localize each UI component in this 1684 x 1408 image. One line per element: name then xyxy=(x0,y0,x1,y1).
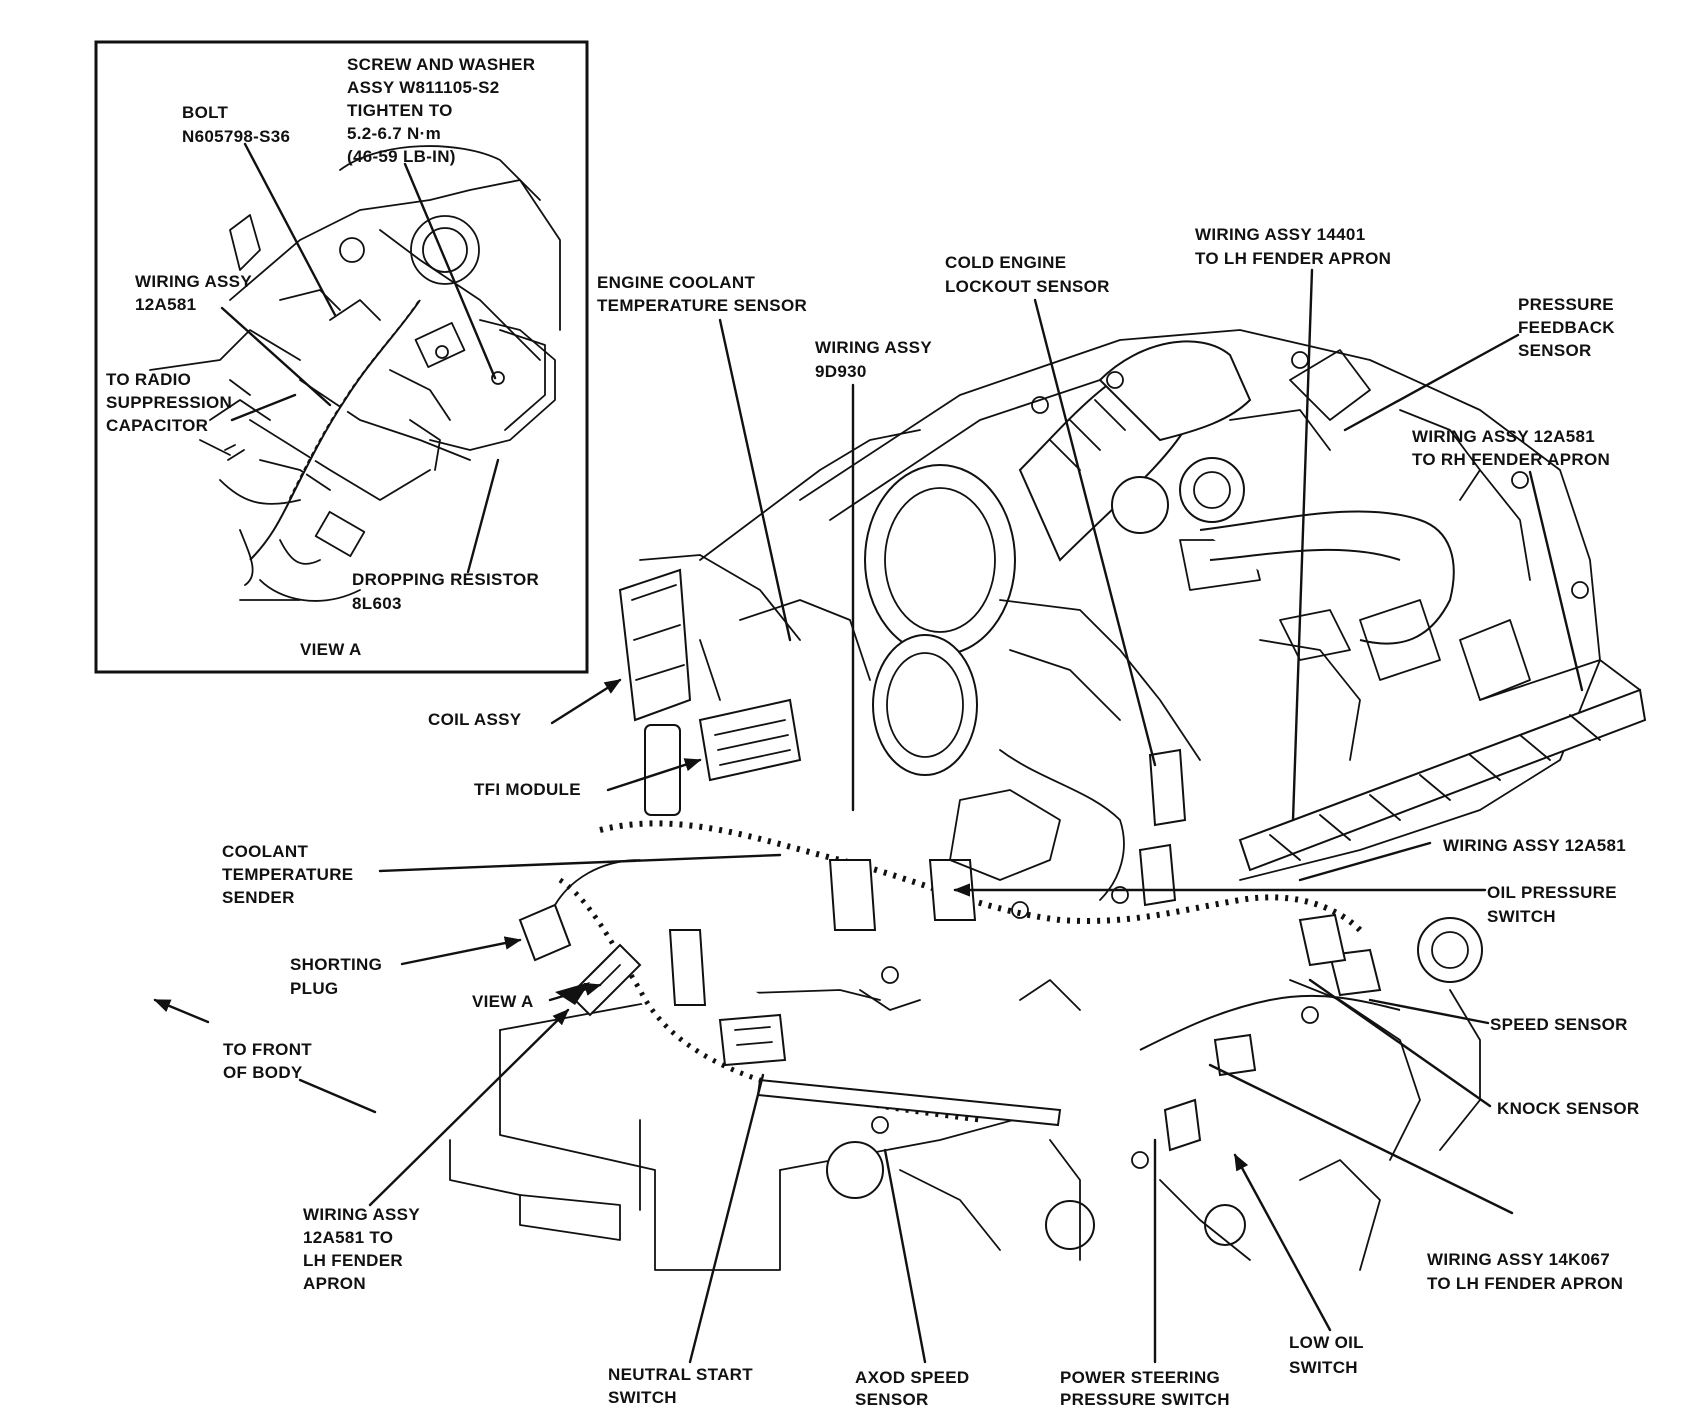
to-front-arrow-tail xyxy=(298,1078,377,1114)
leader-wiring-12a581-lh xyxy=(368,1008,570,1207)
leader-wiring-12a581-mid xyxy=(1298,841,1432,882)
leader-wiring-12a581-rh xyxy=(1528,470,1584,692)
leader-dropping-resistor xyxy=(466,458,500,574)
leader-shorting-plug xyxy=(400,936,522,966)
leader-low-oil xyxy=(1233,1153,1332,1332)
screw-washer-label: SCREW AND WASHER ASSY W811105-S2 TIGHTEN… xyxy=(347,55,540,166)
inset-drawing xyxy=(149,145,561,602)
leader-screw xyxy=(403,162,497,380)
wiring-12a581-lh-label: WIRING ASSY 12A581 TO LH FENDER APRON xyxy=(303,1205,425,1293)
wiring-12a581-mid-label: WIRING ASSY 12A581 xyxy=(1443,836,1626,855)
coolant-sender-label: COOLANT TEMPERATURE SENDER xyxy=(222,842,358,907)
leader-speed-sensor xyxy=(1368,998,1490,1025)
leader-wiring-14k067 xyxy=(1208,1063,1514,1215)
tfi-module-label: TFI MODULE xyxy=(474,780,581,799)
transaxle-housing xyxy=(499,1029,781,1271)
view-a-pointer xyxy=(555,982,590,1005)
leader-bolt xyxy=(243,142,337,317)
view-a-ref-label: VIEW A xyxy=(472,992,534,1011)
leader-lines xyxy=(153,268,1584,1364)
engine-drawing xyxy=(449,329,1647,1271)
to-front-arrow xyxy=(153,998,210,1024)
leader-pressure-feedback xyxy=(1343,333,1520,432)
radio-suppression-label: TO RADIO SUPPRESSION CAPACITOR xyxy=(106,370,237,435)
leader-tfi xyxy=(606,758,702,792)
coil-assy-label: COIL ASSY xyxy=(428,710,522,729)
view-a-inset xyxy=(94,40,589,674)
inset-frame xyxy=(94,40,589,674)
mount-tab xyxy=(519,1194,621,1241)
leader-coil xyxy=(550,678,622,725)
leader-neutral-start xyxy=(688,1073,765,1364)
leader-wiring-14401 xyxy=(1291,268,1314,822)
leader-coolant-sender xyxy=(378,853,782,873)
leader-knock-sensor xyxy=(1308,978,1492,1108)
leader-wiring-12a581-inset xyxy=(220,306,332,407)
knock-sensor-label: KNOCK SENSOR xyxy=(1497,1099,1639,1118)
leader-cold-lockout xyxy=(1033,298,1157,767)
view-a-caption: VIEW A xyxy=(300,640,362,659)
pressure-feedback-label: PRESSURE FEEDBACK SENSOR xyxy=(1518,295,1620,360)
leader-axod xyxy=(883,1148,927,1364)
leader-ect-sensor xyxy=(718,318,792,642)
leader-radio-suppression xyxy=(230,393,297,422)
speed-sensor-label: SPEED SENSOR xyxy=(1490,1015,1628,1034)
